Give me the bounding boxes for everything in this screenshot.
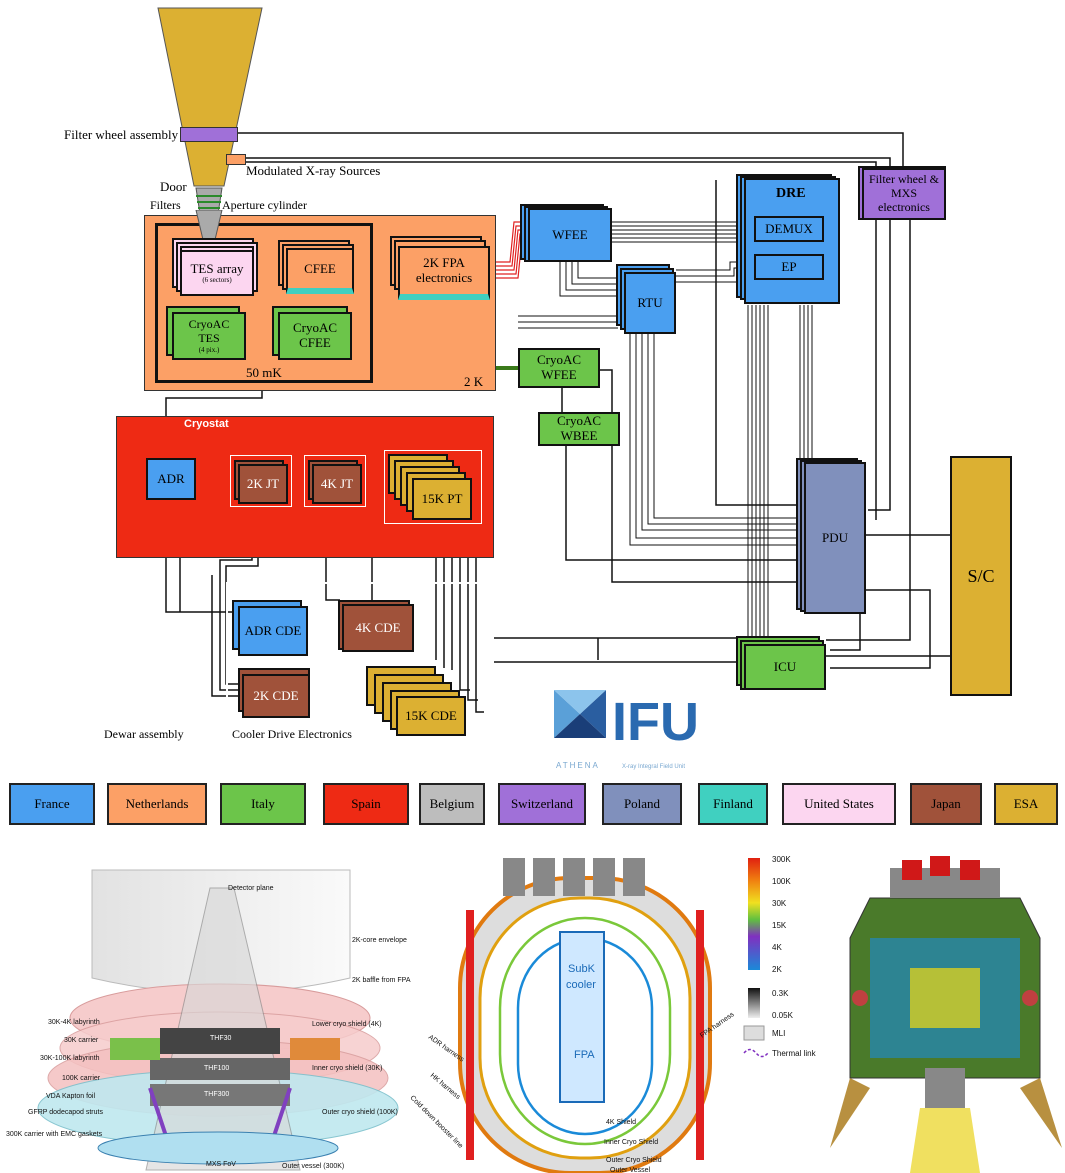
legend-item-esa: ESA [994, 783, 1058, 825]
svg-text:0.3K: 0.3K [772, 989, 789, 998]
cde-15k: 15K CDE [396, 696, 466, 736]
thermal-schematic-panel: SubK cooler FPA ADR harness HK harness C… [410, 848, 840, 1173]
dre-label: DRE [776, 186, 806, 202]
modulated-xray-sources-label: Modulated X-ray Sources [246, 163, 380, 179]
svg-text:4K Shield: 4K Shield [606, 1119, 636, 1126]
svg-text:30K-4K labyrinth: 30K-4K labyrinth [48, 1019, 100, 1026]
svg-text:0.05K: 0.05K [772, 1011, 794, 1020]
svg-text:30K carrier: 30K carrier [64, 1037, 99, 1044]
svg-text:30K: 30K [772, 899, 787, 908]
legend-item-japan: Japan [910, 783, 982, 825]
dewar-assembly-label: Dewar assembly [104, 727, 184, 742]
logo-athena: ATHENA [556, 761, 600, 770]
svg-text:100K carrier: 100K carrier [62, 1075, 101, 1082]
legend-item-poland: Poland [602, 783, 682, 825]
legend-item-belgium: Belgium [419, 783, 485, 825]
cryostat-label: Cryostat [184, 418, 229, 430]
svg-text:300K: 300K [772, 855, 791, 864]
cooler-drive-electronics-label: Cooler Drive Electronics [232, 727, 352, 742]
svg-text:HK harness: HK harness [429, 1072, 462, 1101]
cde-4k: 4K CDE [342, 604, 414, 652]
svg-text:2K baffle from FPA: 2K baffle from FPA [352, 977, 411, 984]
svg-text:30K-100K labyrinth: 30K-100K labyrinth [40, 1055, 100, 1062]
tes-sectors-label: (6 sectors) [202, 276, 231, 284]
filter-wheel-mxs-electronics: Filter wheel & MXS electronics [862, 168, 946, 220]
door-label: Door [160, 179, 187, 195]
legend-item-netherlands: Netherlands [107, 783, 207, 825]
svg-text:2K-core envelope: 2K-core envelope [352, 937, 407, 944]
cde-2k: 2K CDE [242, 674, 310, 718]
svg-text:Lower cryo shield (4K): Lower cryo shield (4K) [312, 1021, 382, 1028]
svg-text:Outer vessel (300K): Outer vessel (300K) [282, 1163, 344, 1170]
demux: DEMUX [754, 216, 824, 242]
legend-item-united-states: United States [782, 783, 896, 825]
svg-text:100K: 100K [772, 877, 791, 886]
svg-text:Cold down booster line: Cold down booster line [410, 1094, 464, 1149]
wfee: WFEE [528, 208, 612, 262]
svg-text:GFRP dodecapod struts: GFRP dodecapod struts [28, 1109, 103, 1116]
ep: EP [754, 254, 824, 280]
svg-text:Outer Cryo Shield: Outer Cryo Shield [606, 1157, 662, 1164]
legend-item-france: France [9, 783, 95, 825]
legend-item-switzerland: Switzerland [498, 783, 586, 825]
pdu: PDU [804, 462, 866, 614]
svg-text:cooler: cooler [566, 979, 596, 991]
adr: ADR [146, 458, 196, 500]
svg-text:15K: 15K [772, 921, 787, 930]
cryoac-wfee: CryoAC WFEE [518, 348, 600, 388]
svg-text:THF30: THF30 [210, 1035, 232, 1042]
svg-text:4K: 4K [772, 943, 782, 952]
legend-item-spain: Spain [323, 783, 409, 825]
svg-text:THF100: THF100 [204, 1065, 229, 1072]
svg-text:VDA Kapton foil: VDA Kapton foil [46, 1093, 95, 1100]
fpa-2k-electronics: 2K FPA electronics [398, 246, 490, 300]
svg-text:Thermal link: Thermal link [772, 1049, 817, 1058]
filters-label: Filters [150, 198, 181, 213]
aperture-cylinder-label: Aperture cylinder [222, 198, 307, 213]
svg-text:300K carrier with EMC gaskets: 300K carrier with EMC gaskets [6, 1131, 103, 1138]
svg-text:Outer cryo shield (100K): Outer cryo shield (100K) [322, 1109, 398, 1116]
mxs-source-box [226, 154, 246, 165]
filter-wheel-box [180, 127, 238, 142]
cryostat-3d-render [830, 848, 1065, 1173]
tes-array-label: TES array [190, 262, 243, 277]
svg-text:SubK: SubK [568, 963, 596, 975]
svg-text:Inner cryo shield (30K): Inner cryo shield (30K) [312, 1065, 382, 1072]
temp-2k-label: 2 K [464, 374, 483, 390]
cfee: CFEE [286, 248, 354, 294]
svg-text:2K: 2K [772, 965, 782, 974]
svg-text:MLI: MLI [772, 1029, 785, 1038]
logo-sub: X-ray Integral Field Unit [622, 764, 685, 770]
svg-text:THF300: THF300 [204, 1091, 229, 1098]
ifu-logo-text: IFU [612, 692, 699, 752]
svg-text:Outer Vessel: Outer Vessel [610, 1167, 651, 1173]
pt-15k: 15K PT [412, 478, 472, 520]
cryoac-wbee: CryoAC WBEE [538, 412, 620, 446]
jt-2k: 2K JT [238, 464, 288, 504]
icu: ICU [744, 644, 826, 690]
cryoac-cfee: CryoAC CFEE [278, 312, 352, 360]
legend-item-italy: Italy [220, 783, 306, 825]
cryoac-tes-sub-label: (4 pix.) [199, 346, 220, 354]
adr-cde: ADR CDE [238, 606, 308, 656]
svg-text:Inner Cryo Shield: Inner Cryo Shield [604, 1139, 658, 1146]
svg-text:FPA: FPA [574, 1049, 595, 1061]
tes-array: TES array (6 sectors) [180, 250, 254, 296]
temp-50mk-label: 50 mK [246, 365, 282, 381]
filter-wheel-assembly-label: Filter wheel assembly [64, 127, 178, 143]
sc: S/C [950, 456, 1012, 696]
legend-item-finland: Finland [698, 783, 768, 825]
svg-text:Detector plane: Detector plane [228, 885, 274, 892]
ifu-logo-icon: IFU ATHENA X-ray Integral Field Unit [546, 684, 716, 772]
cryoac-tes-label: CryoAC TES [179, 318, 239, 346]
jt-4k: 4K JT [312, 464, 362, 504]
cryoac-tes: CryoAC TES (4 pix.) [172, 312, 246, 360]
svg-text:MXS FoV: MXS FoV [206, 1161, 236, 1168]
rtu: RTU [624, 272, 676, 334]
cryostat-cutaway-panel: Detector plane 2K-core envelope 2K baffl… [0, 858, 420, 1173]
